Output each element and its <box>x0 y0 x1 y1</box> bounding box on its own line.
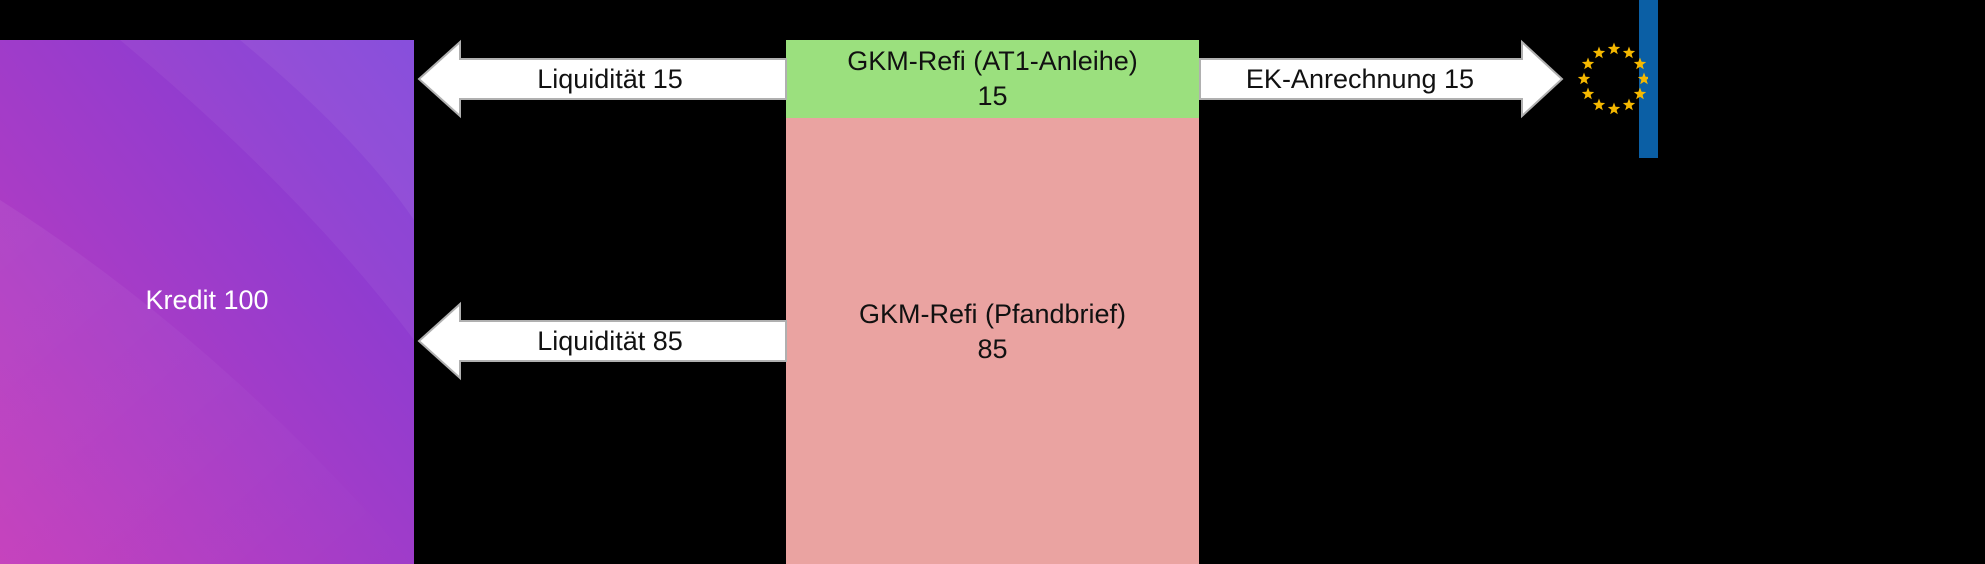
kredit-gradient-bg <box>0 40 414 564</box>
at1-block: GKM-Refi (AT1-Anleihe) 15 <box>786 40 1199 118</box>
eu-star-icon <box>1607 102 1621 115</box>
kredit-block: Kredit 100 <box>0 40 414 564</box>
arrow-ek-anrechnung <box>1199 39 1564 119</box>
pfandbrief-title: GKM-Refi (Pfandbrief) <box>858 299 1127 329</box>
arrow-liquiditaet-bottom <box>417 301 787 381</box>
eu-star-icon <box>1622 98 1636 111</box>
kredit-label: Kredit 100 <box>145 284 269 315</box>
arrow-label-ek-anrechnung: EK-Anrechnung 15 <box>1245 63 1475 94</box>
eu-star-icon <box>1581 57 1595 70</box>
eu-star-icon <box>1581 87 1595 100</box>
pfandbrief-block: GKM-Refi (Pfandbrief) 85 <box>786 118 1199 564</box>
arrow-label-liquiditaet-bottom: Liquidität 85 <box>537 325 683 356</box>
eu-star-icon <box>1607 42 1621 55</box>
at1-title: GKM-Refi (AT1-Anleihe) <box>847 46 1138 76</box>
eu-flag-icon <box>1577 42 1648 115</box>
eu-star-icon <box>1633 87 1647 100</box>
eu-star-icon <box>1577 72 1591 85</box>
eu-star-icon <box>1592 46 1606 59</box>
eu-star-icon <box>1592 98 1606 111</box>
arrow-liquiditaet-top <box>417 39 787 119</box>
arrow-label-liquiditaet-top: Liquidität 15 <box>537 63 683 94</box>
eu-star-icon <box>1633 57 1647 70</box>
at1-value: 15 <box>977 81 1008 111</box>
eu-star-icon <box>1622 46 1636 59</box>
pfandbrief-value: 85 <box>977 334 1008 364</box>
eu-star-icon <box>1637 72 1648 85</box>
eu-flag-bar <box>1639 0 1658 158</box>
